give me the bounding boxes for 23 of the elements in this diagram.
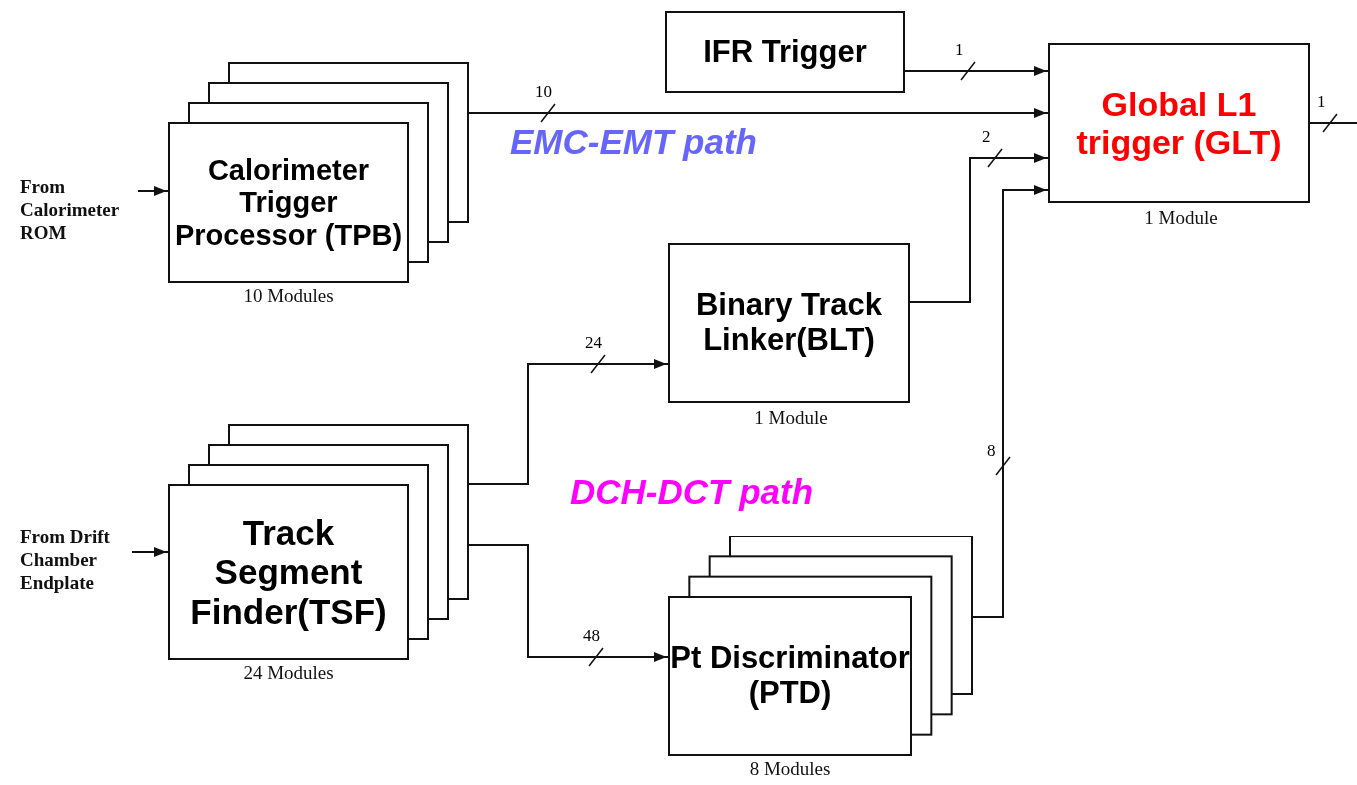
path-label: EMC-EMT path — [510, 122, 757, 162]
edge-label: 10 — [534, 83, 553, 100]
edge-label: 1 — [1316, 93, 1327, 110]
edge-label: 2 — [981, 128, 992, 145]
input-source-label: From Drift Chamber Endplate — [20, 526, 110, 593]
module-name: Calorimeter Trigger Processor (TPB) — [173, 153, 404, 252]
input-source-label: From Calorimeter ROM — [20, 176, 119, 243]
edge-label: 24 — [584, 334, 603, 351]
module-name: Binary Track Linker(BLT) — [694, 288, 884, 358]
module-name: Global L1 trigger (GLT) — [1075, 84, 1283, 162]
edge-label: 1 — [954, 41, 965, 58]
module-count: 24 Modules — [242, 662, 335, 684]
module-name: Track Segment Finder(TSF) — [189, 513, 388, 631]
module-count: 10 Modules — [242, 285, 335, 307]
process-box — [665, 11, 905, 93]
module-count: 8 Modules — [748, 758, 832, 780]
path-label: DCH-DCT path — [570, 472, 814, 512]
module-name: IFR Trigger — [703, 34, 867, 70]
edge-label: 48 — [582, 627, 601, 644]
module-name: Pt Discriminator (PTD) — [670, 641, 910, 711]
edge-label: 8 — [986, 442, 997, 459]
module-count: 1 Module — [753, 407, 829, 429]
module-count: 1 Module — [1143, 207, 1219, 229]
